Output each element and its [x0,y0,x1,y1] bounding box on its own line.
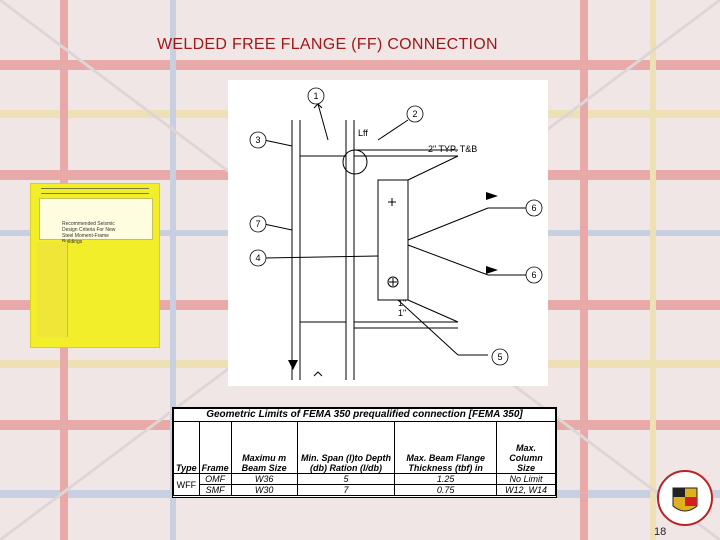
table-caption: Geometric Limits of FEMA 350 prequalifie… [173,408,556,422]
header-beam-size: Maximu m Beam Size [230,421,298,474]
callout-4: 4 [255,253,260,263]
callout-7: 7 [255,219,260,229]
table-cell: 5 [296,473,396,485]
table-cell: W12, W14 [496,484,556,496]
slide-title: WELDED FREE FLANGE (FF) CONNECTION [157,36,498,53]
fema-350-cover-image: Recommended Seismic Design Criteria For … [30,183,160,348]
cover-heading-line: Steel Moment-Frame [62,233,109,239]
header-span-depth: Min. Span (l)to Depth (db) Ration (l/db) [296,421,396,474]
callout-2: 2 [412,109,417,119]
geometric-limits-table: Geometric Limits of FEMA 350 prequalifie… [172,407,557,498]
header-flange-thickness: Max. Beam Flange Thickness (tbf) in [394,421,498,474]
table-cell: SMF [198,484,232,496]
table-cell: 0.75 [394,484,498,496]
cover-spine [37,242,68,337]
table-cell: No Limit [496,473,556,485]
table-row: SMF W30 7 0.75 W12, W14 [174,484,556,496]
callout-3: 3 [255,135,260,145]
cover-rule [41,188,149,194]
callout-1: 1 [313,91,318,101]
connection-detail-svg: Lff 2" TYP. T&B 1" 1" 1 2 3 7 4 6 6 5 [249,87,543,380]
connection-detail-drawing: Lff 2" TYP. T&B 1" 1" 1 2 3 7 4 6 6 5 [228,80,548,386]
table-row: WFF OMF W36 5 1.25 No Limit [173,473,556,496]
limits-table: Geometric Limits of FEMA 350 prequalifie… [173,408,556,496]
table-cell: OMF [198,473,232,485]
cover-heading: Recommended Seismic Design Criteria For … [62,221,115,245]
table-cell: 1.25 [394,473,498,485]
callout-6: 6 [531,270,536,280]
cover-title-box: Recommended Seismic Design Criteria For … [39,198,153,245]
header-type: Type [173,421,200,474]
table-cell: W36 [230,473,298,485]
cover-heading-line: Design Criteria For New [62,227,116,233]
table-cell: 7 [296,484,396,496]
callout-5: 5 [497,352,502,362]
callout-6: 6 [531,203,536,213]
dim-label: 1" [398,308,406,318]
typ-label: 2" TYP. T&B [428,144,477,154]
header-column-size: Max. Column Size [496,421,556,474]
lff-label: Lff [358,128,368,138]
university-seal-logo [657,470,713,526]
table-cell: W30 [230,484,298,496]
cover-heading-line: Buildings [62,239,83,245]
page-number: 18 [654,526,667,538]
cover-heading-line: Recommended Seismic [62,221,115,227]
header-frame: Frame [198,421,232,474]
type-cell: WFF [173,473,200,496]
dim-label: 1" [398,298,406,308]
